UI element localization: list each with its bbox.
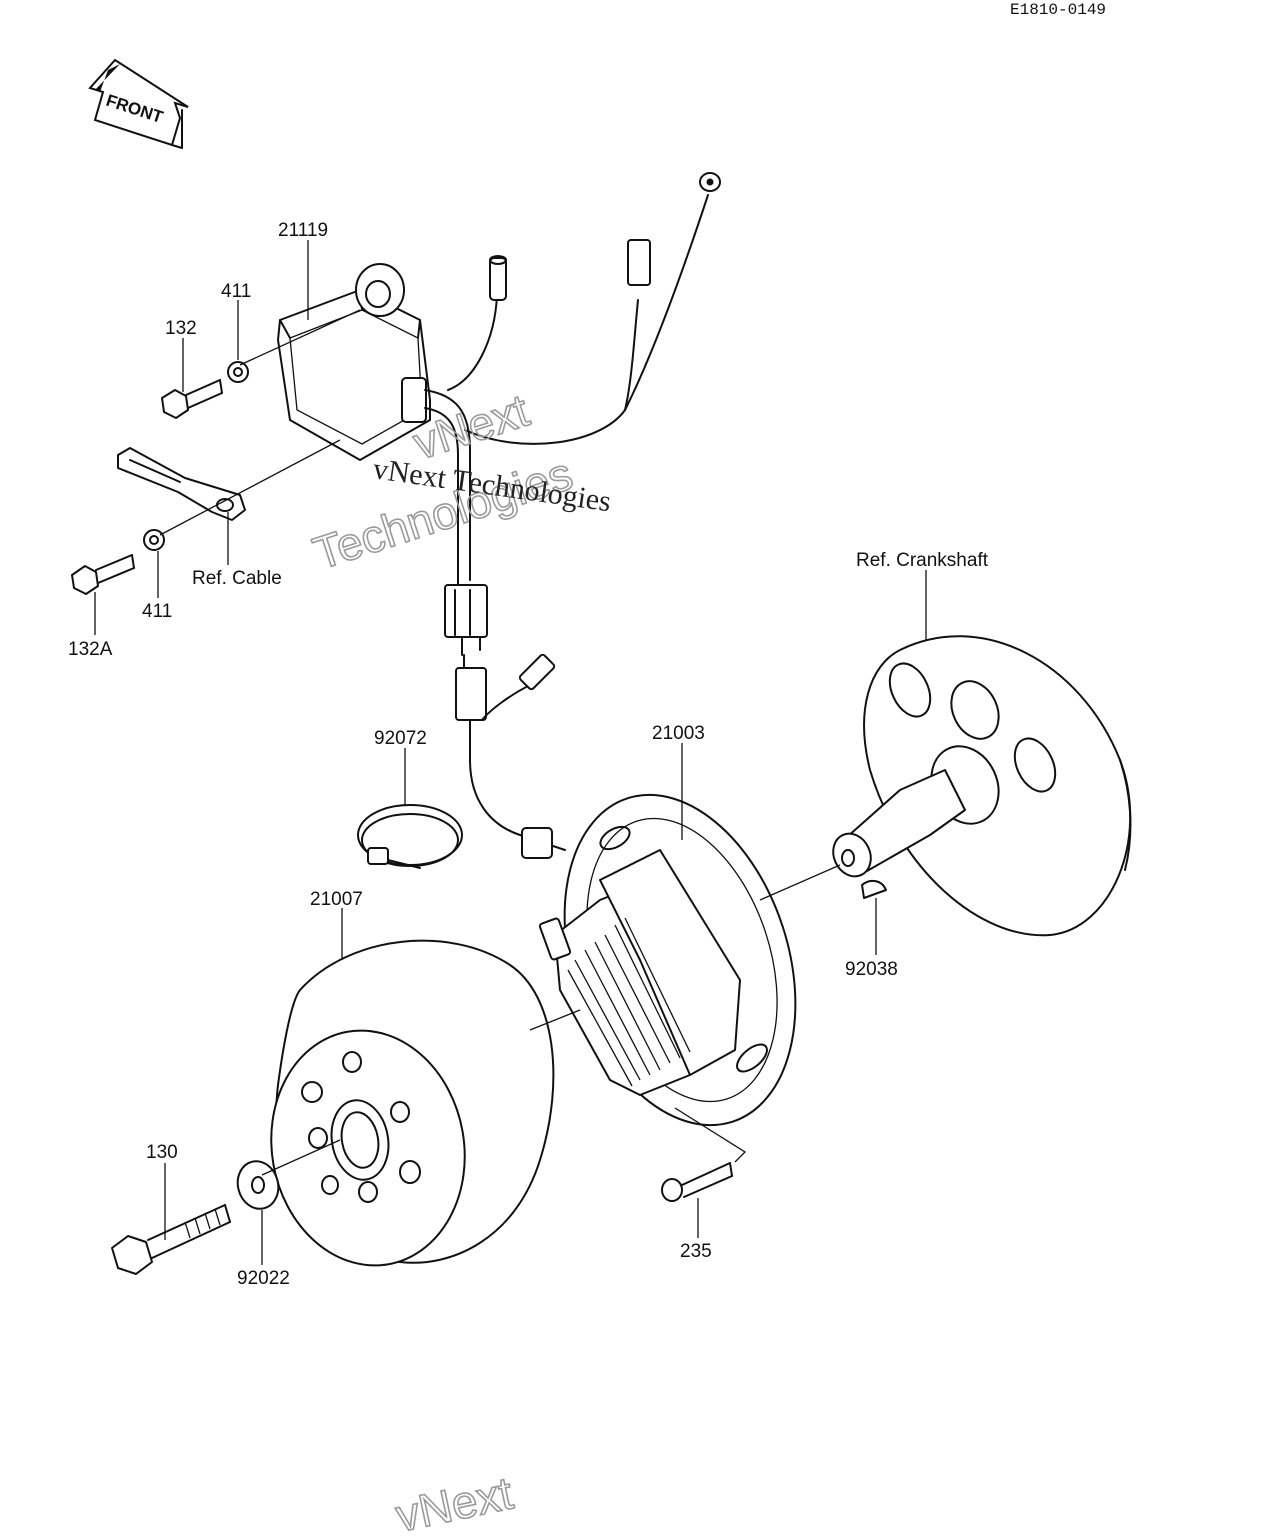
washer-92022	[236, 1160, 280, 1210]
callout-411-top: 411	[221, 281, 251, 302]
callout-235: 235	[680, 1241, 712, 1262]
bolt-130	[111, 1204, 231, 1275]
clamp-92072	[357, 804, 463, 869]
crankshaft-reference	[832, 635, 1132, 937]
leader-lines	[94, 240, 927, 1265]
cdi-unit-21119	[277, 263, 471, 501]
watermark-bottom: vNext	[391, 1466, 517, 1536]
callout-411-bottom: 411	[142, 601, 172, 622]
callout-92072: 92072	[374, 728, 427, 749]
bolt-132A	[71, 554, 135, 595]
washer-411-top	[227, 361, 249, 383]
callout-ref-crankshaft: Ref. Crankshaft	[856, 550, 989, 571]
callout-21007: 21007	[310, 889, 363, 910]
stator-21003	[538, 793, 797, 1127]
drawing-code: E1810-0149	[1010, 1, 1106, 19]
cable-bracket	[117, 447, 246, 521]
front-arrow-icon: FRONT	[88, 58, 189, 149]
washer-411-bottom	[143, 529, 165, 551]
screw-235	[661, 1162, 733, 1202]
callout-132: 132	[165, 318, 197, 339]
callout-92022: 92022	[237, 1268, 290, 1289]
callout-130: 130	[146, 1142, 178, 1163]
flywheel-rotor-21007	[270, 939, 555, 1267]
woodruff-key-92038	[861, 879, 887, 899]
bolt-132	[161, 379, 223, 419]
callout-21119: 21119	[278, 220, 328, 241]
callout-132A: 132A	[68, 639, 113, 660]
callout-ref-cable: Ref. Cable	[192, 568, 282, 589]
callout-21003: 21003	[652, 723, 705, 744]
wiring-harness	[444, 172, 721, 859]
callout-92038: 92038	[845, 959, 898, 980]
